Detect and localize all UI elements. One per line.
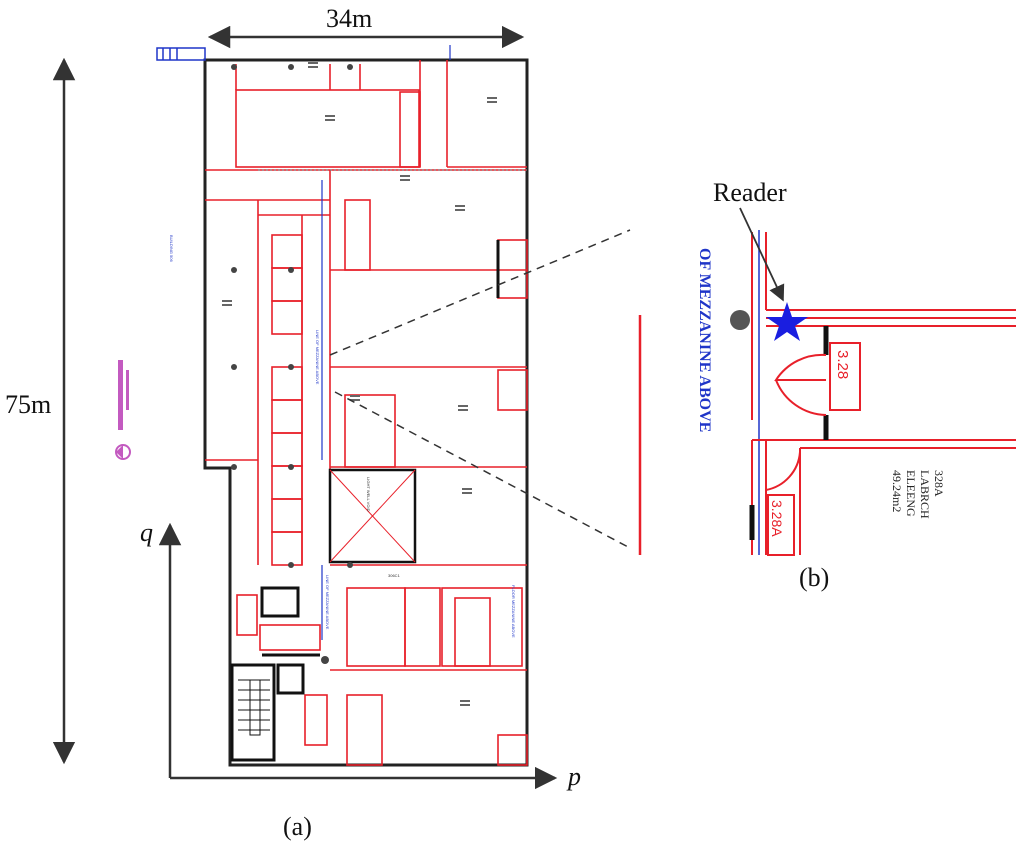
panel-a-label: (a) — [283, 812, 312, 841]
room-info-4: 49.24m2 — [890, 470, 904, 512]
reader-pointer-arrow — [739, 207, 785, 302]
mezzanine-label-2: LINE OF MEZZANINE ABOVE — [325, 575, 330, 630]
room-info-1: 328A — [932, 470, 946, 497]
inset-detail — [638, 230, 1016, 556]
reader-star-icon — [766, 302, 808, 341]
stair-treads — [238, 679, 270, 736]
panel-b-label: (b) — [799, 563, 830, 592]
mezzanine-label-1: LINE OF MEZZANINE ABOVE — [315, 330, 320, 385]
stair-core — [230, 240, 500, 762]
light-well-label: LIGHT WELL VOID — [366, 477, 371, 512]
building-label: BUILDING 506 — [169, 235, 174, 262]
entry-balcony — [156, 47, 206, 61]
mezzanine-lines — [321, 45, 451, 640]
room-tag-3-28a: 3.28A — [769, 500, 785, 537]
column-markers — [231, 64, 353, 664]
room-tag-3-28: 3.28 — [834, 350, 851, 379]
zoom-line-upper — [329, 229, 631, 356]
reader-label: Reader — [713, 178, 787, 207]
mezzanine-inset-text: OF MEZZANINE ABOVE — [696, 248, 713, 432]
corridor-label: 306C1 — [388, 573, 401, 578]
light-well-void — [328, 468, 417, 564]
plan-legend — [115, 360, 131, 460]
height-label: 75m — [5, 390, 52, 419]
column-dot — [730, 310, 750, 330]
mezzanine-label-3: FLOOR MEZZANINE ABOVE — [511, 585, 516, 638]
building-outline — [203, 58, 529, 767]
p-axis-label: p — [568, 762, 581, 791]
room-info-3: ELEENG — [904, 470, 918, 517]
width-label: 34m — [326, 4, 373, 33]
interior-walls — [205, 60, 528, 766]
room-text-marks — [222, 62, 497, 706]
q-axis-label: q — [140, 518, 153, 547]
room-info-2: LABRCH — [918, 470, 932, 519]
